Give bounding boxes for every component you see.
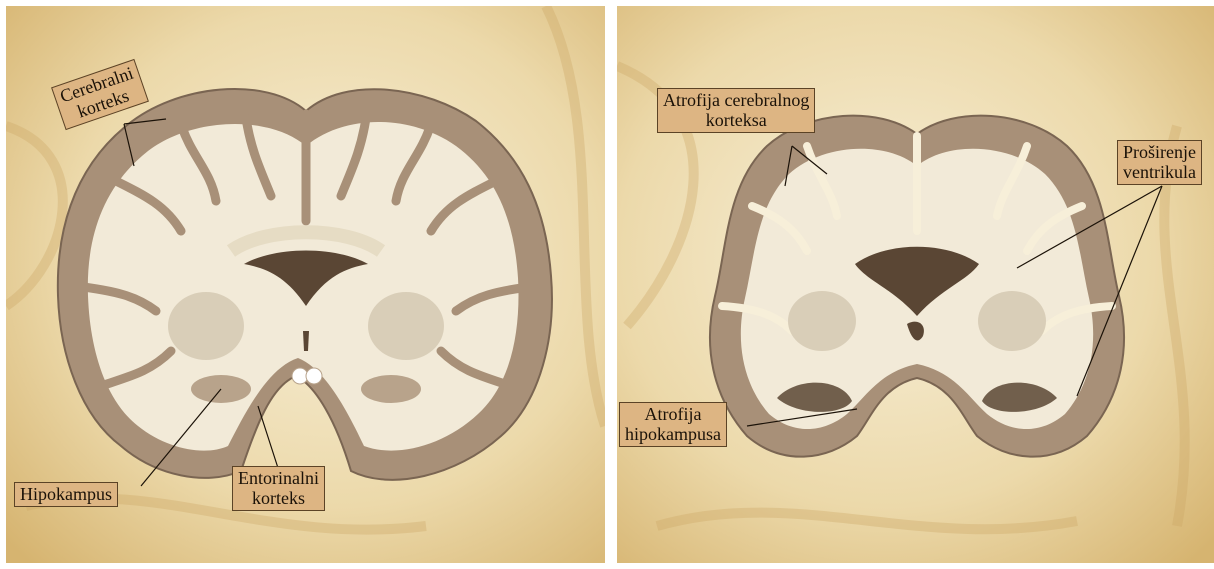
cortex-atrophy-label: Atrofija cerebralnog korteksa: [657, 88, 815, 133]
hippocampus-atrophy-label: Atrofija hipokampusa: [619, 402, 727, 447]
hippocampus-atrophy-label-line-2: hipokampusa: [625, 424, 721, 444]
hippocampus-atrophy-label-line-1: Atrofija: [625, 404, 721, 424]
ventricle-enlargement-label: Proširenje ventrikula: [1117, 140, 1202, 185]
cortex-atrophy-label-line-2: korteksa: [663, 110, 809, 130]
ventricle-enlargement-label-line-2: ventrikula: [1123, 162, 1196, 182]
atrophied-basal-ganglia-right: [978, 291, 1046, 351]
atrophied-basal-ganglia-left: [788, 291, 856, 351]
entorhinal-cortex-label-line-2: korteks: [238, 488, 319, 508]
cortex-atrophy-label-line-1: Atrofija cerebralnog: [663, 90, 809, 110]
atrophied-brain-panel: Atrofija cerebralnog korteksa Proširenje…: [617, 6, 1214, 563]
entorhinal-cortex-label-line-1: Entorinalni: [238, 468, 319, 488]
healthy-brain-panel: Cerebralni korteks Hipokampus Entorinaln…: [6, 6, 605, 563]
healthy-basal-ganglia-right: [368, 292, 444, 360]
healthy-third-ventricle: [303, 331, 309, 351]
ventricle-enlargement-label-line-1: Proširenje: [1123, 142, 1196, 162]
hippocampus-label-line-1: Hipokampus: [20, 484, 112, 504]
hippocampus-label: Hipokampus: [14, 482, 118, 507]
healthy-mammillary-body: [306, 368, 322, 384]
entorhinal-cortex-label: Entorinalni korteks: [232, 466, 325, 511]
healthy-hippocampus-right: [361, 375, 421, 403]
healthy-basal-ganglia-left: [168, 292, 244, 360]
